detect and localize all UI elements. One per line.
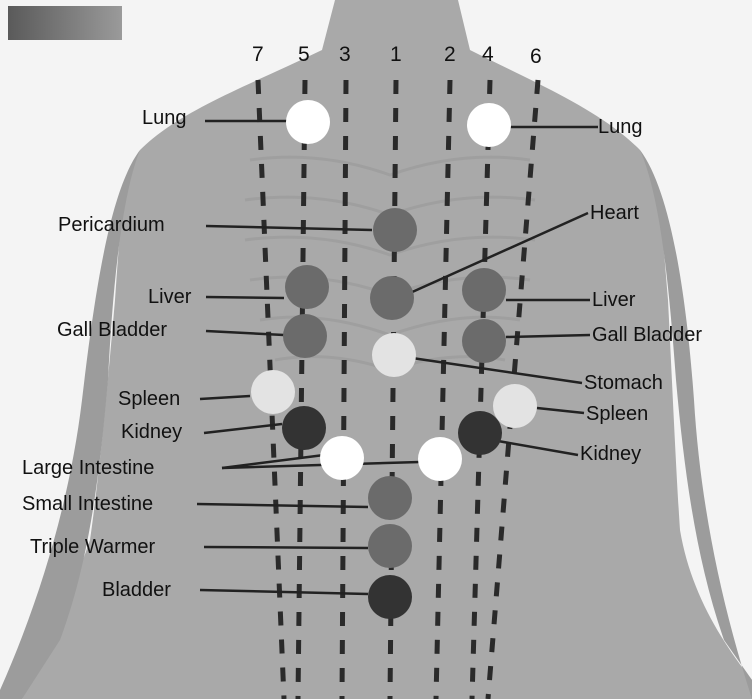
point-kidney-left (282, 406, 326, 450)
label-large-intestine: Large Intestine (22, 458, 154, 478)
point-small-intestine (368, 476, 412, 520)
point-liver-left (285, 265, 329, 309)
point-large-intestine-right (418, 437, 462, 481)
point-spleen-left (251, 370, 295, 414)
point-kidney-right (458, 411, 502, 455)
meridian-number-6: 6 (530, 46, 542, 67)
label-kidney-left: Kidney (121, 422, 182, 442)
point-lung-left (286, 100, 330, 144)
point-gall-bladder-right (462, 319, 506, 363)
meridian-number-5: 5 (298, 44, 310, 65)
label-heart: Heart (590, 203, 639, 223)
label-liver-left: Liver (148, 287, 191, 307)
point-gall-bladder-left (283, 314, 327, 358)
point-lung-right (467, 103, 511, 147)
point-pericardium (373, 208, 417, 252)
point-heart (370, 276, 414, 320)
label-gall-bladder-left: Gall Bladder (57, 320, 167, 340)
point-triple-warmer (368, 524, 412, 568)
label-triple-warmer: Triple Warmer (30, 537, 155, 557)
point-large-intestine-left (320, 436, 364, 480)
label-kidney-right: Kidney (580, 444, 641, 464)
label-bladder: Bladder (102, 580, 171, 600)
label-liver-right: Liver (592, 290, 635, 310)
point-bladder (368, 575, 412, 619)
meridian-number-7: 7 (252, 44, 264, 65)
label-pericardium: Pericardium (58, 215, 165, 235)
meridian-number-3: 3 (339, 44, 351, 65)
point-spleen-right (493, 384, 537, 428)
meridian-number-1: 1 (390, 44, 402, 65)
point-liver-right (462, 268, 506, 312)
meridian-number-4: 4 (482, 44, 494, 65)
label-spleen-right: Spleen (586, 404, 648, 424)
label-stomach: Stomach (584, 373, 663, 393)
label-spleen-left: Spleen (118, 389, 180, 409)
meridian-number-2: 2 (444, 44, 456, 65)
label-gall-bladder-right: Gall Bladder (592, 325, 702, 345)
label-lung-left: Lung (142, 108, 187, 128)
label-small-intestine: Small Intestine (22, 494, 153, 514)
leader-liver-left (206, 297, 284, 298)
leader-triple-warmer (204, 547, 368, 548)
label-lung-right: Lung (598, 117, 643, 137)
point-stomach (372, 333, 416, 377)
